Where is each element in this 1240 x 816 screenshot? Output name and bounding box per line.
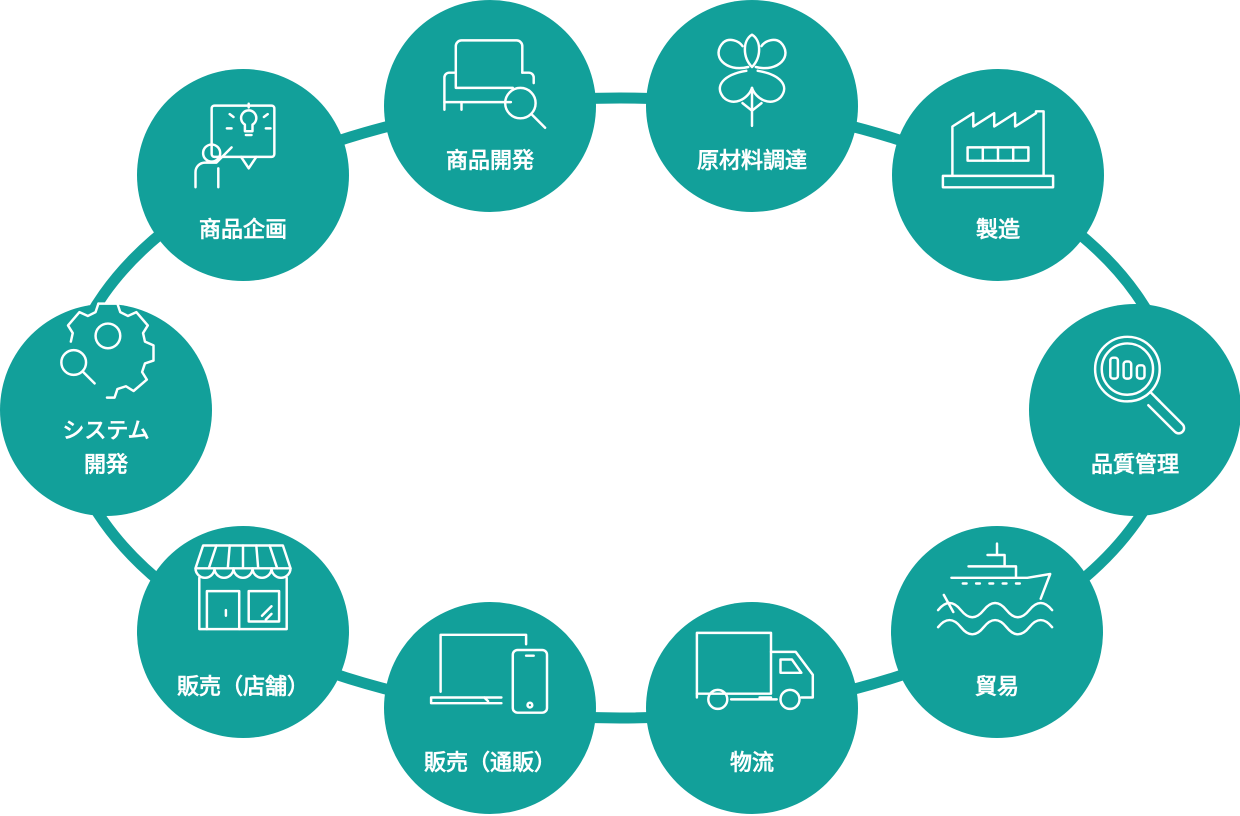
cycle-node-product-development: 商品開発 — [384, 0, 596, 212]
cycle-node-circle — [384, 602, 596, 814]
cycle-node-circle — [646, 602, 858, 814]
cycle-node-circle — [384, 0, 596, 212]
idea-presentation-icon — [194, 102, 276, 189]
gears-search-icon — [60, 302, 155, 399]
laptop-phone-icon — [429, 633, 549, 714]
cycle-node-label: システム — [62, 419, 149, 444]
cycle-node-label: 原材料調達 — [697, 148, 807, 174]
cycle-node-label: 商品開発 — [446, 148, 535, 174]
cycle-node-label: 製造 — [975, 217, 1020, 243]
cycle-node-logistics: 物流 — [646, 602, 858, 814]
factory-icon — [941, 110, 1055, 189]
cycle-node-sales-online: 販売（通販） — [384, 602, 596, 814]
cycle-node-quality-control: 品質管理 — [1029, 304, 1240, 516]
cycle-node-circle — [0, 304, 212, 516]
cycle-node-label: 販売（通販） — [424, 750, 556, 776]
cycle-node-label: 販売（店舗） — [177, 674, 309, 700]
cycle-node-label: 開発 — [84, 453, 129, 478]
magnifier-chart-icon — [1093, 335, 1186, 435]
cotton-icon — [717, 33, 787, 128]
cycle-node-circle — [137, 526, 349, 738]
sofa-search-icon — [443, 39, 547, 130]
cycle-node-trade: 貿易 — [891, 526, 1103, 738]
cycle-node-label: 商品企画 — [199, 217, 287, 243]
cycle-node-sales-store: 販売（店舗） — [137, 526, 349, 738]
ship-icon — [936, 542, 1054, 636]
cycle-node-circle — [891, 526, 1103, 738]
cycle-node-circle — [137, 69, 349, 281]
cycle-node-manufacturing: 製造 — [892, 69, 1104, 281]
cycle-node-label: 品質管理 — [1091, 452, 1179, 478]
truck-icon — [695, 631, 815, 711]
cycle-node-label: 物流 — [730, 750, 774, 776]
cycle-node-material-procurement: 原材料調達 — [646, 0, 858, 212]
cycle-node-product-planning: 商品企画 — [137, 69, 349, 281]
storefront-icon — [194, 544, 292, 631]
cycle-node-label: 貿易 — [975, 675, 1019, 700]
cycle-node-circle — [1029, 304, 1240, 516]
